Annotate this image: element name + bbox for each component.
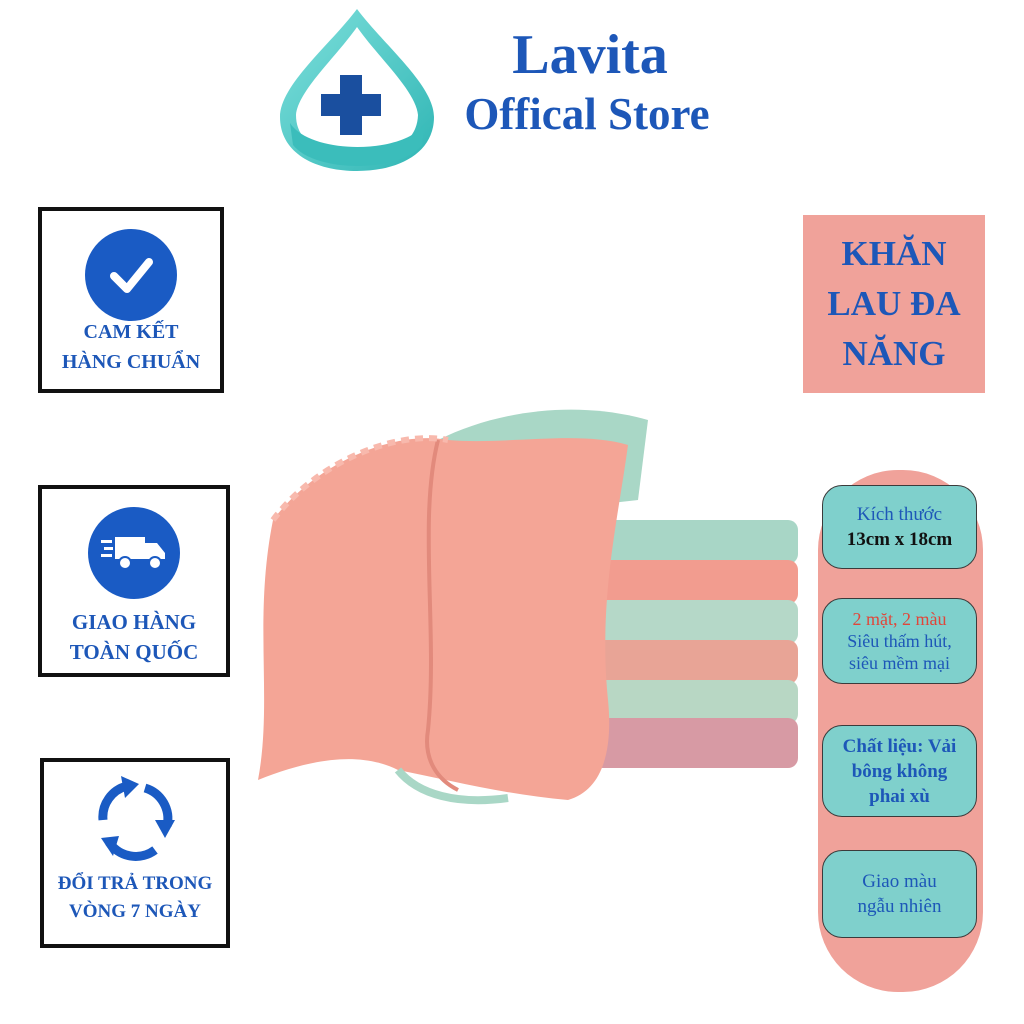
badge-delivery-label: GIAO HÀNG TOÀN QUỐC xyxy=(69,610,199,664)
delivery-truck-icon xyxy=(88,507,180,599)
title-line: NĂNG xyxy=(842,334,946,373)
feature-size: Kích thước 13cm x 18cm xyxy=(822,485,977,569)
badge-authentic: CAM KẾT HÀNG CHUẨN xyxy=(38,207,224,393)
recycle-arrows-icon xyxy=(87,770,183,866)
check-circle-icon xyxy=(85,229,177,321)
brand-subtitle: Offical Store xyxy=(464,89,710,139)
badge-return: ĐỔI TRẢ TRONG VÒNG 7 NGÀY xyxy=(40,758,230,948)
medical-cross-drop-icon xyxy=(280,9,434,171)
feature-absorbent: 2 mặt, 2 màu Siêu thấm hút, siêu mềm mại xyxy=(822,598,977,684)
feature-material: Chất liệu: Vải bông không phai xù xyxy=(822,725,977,817)
badge-return-label: ĐỔI TRẢ TRONG VÒNG 7 NGÀY xyxy=(57,873,213,922)
badge-delivery: GIAO HÀNG TOÀN QUỐC xyxy=(38,485,230,677)
title-line: KHĂN xyxy=(841,234,947,273)
brand-name: Lavita xyxy=(512,24,668,86)
feature-random-color: Giao màu ngẫu nhiên xyxy=(822,850,977,938)
title-line: LAU ĐA xyxy=(827,284,961,323)
product-title: KHĂN LAU ĐA NĂNG xyxy=(803,215,985,393)
badge-authentic-label: CAM KẾT HÀNG CHUẨN xyxy=(61,321,201,373)
towel-stack-image xyxy=(258,409,798,805)
